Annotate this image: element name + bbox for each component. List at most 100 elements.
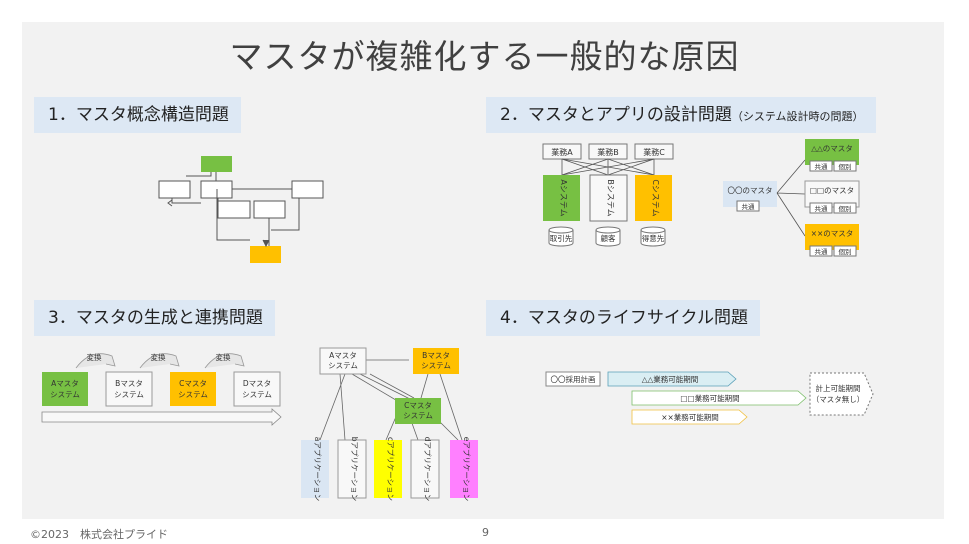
concept-node-1 (158, 180, 191, 199)
section-1-header: 1．マスタ概念構造問題 (34, 97, 241, 133)
business-a-box: 業務A (542, 143, 582, 160)
business-c-box: 業務C (634, 143, 674, 160)
svg-text:eアプリケーション: eアプリケーション (462, 437, 471, 501)
svg-text:計上可能期間: 計上可能期間 (816, 383, 861, 393)
concept-node-4 (253, 200, 286, 219)
svg-text:変換: 変換 (216, 352, 231, 362)
svg-text:〇〇のマスタ: 〇〇のマスタ (728, 186, 773, 195)
svg-text:dアプリケーション: dアプリケーション (423, 437, 432, 502)
copyright-text: ©2023 株式会社プライド (30, 528, 168, 541)
svg-text:bアプリケーション: bアプリケーション (350, 437, 359, 502)
concept-node-orange (250, 246, 281, 263)
master-branch-lines (776, 159, 806, 237)
svg-text:個別: 個別 (839, 247, 852, 256)
app-d-box: dアプリケーション (410, 437, 440, 502)
sub-master-1-box: △△のマスタ 共通 個別 (805, 139, 859, 172)
svg-text:変換: 変換 (87, 352, 102, 362)
svg-text:△△のマスタ: △△のマスタ (811, 144, 853, 153)
chain-master-b: Bマスタ システム (105, 371, 153, 407)
period-1-arrow: △△業務可能期間 (607, 371, 737, 387)
database-3-icon: 得意先 (640, 226, 666, 247)
concept-node-5 (291, 180, 324, 199)
convert-arrow-2: 変換 (139, 352, 180, 369)
convert-arrow-1: 変換 (75, 352, 116, 369)
billing-period-box: 計上可能期間 （マスタ無し） (809, 372, 874, 416)
svg-text:××業務可能期間: ××業務可能期間 (661, 412, 719, 422)
svg-text:（マスタ無し）: （マスタ無し） (812, 394, 865, 404)
network-master-c: Cマスタ システム (395, 398, 441, 424)
system-c-box: Cシステム (635, 175, 672, 221)
app-b-box: bアプリケーション (337, 437, 367, 502)
network-connectors (319, 359, 463, 441)
svg-text:aアプリケーション: aアプリケーション (313, 437, 322, 501)
svg-text:〇〇採用計画: 〇〇採用計画 (551, 374, 596, 384)
svg-text:Cシステム: Cシステム (651, 179, 660, 216)
business-system-lines (561, 158, 655, 176)
slide-title: マスタが複雑化する一般的な原因 (229, 37, 740, 76)
app-a-box: aアプリケーション (301, 437, 329, 501)
timeline-arrow (41, 408, 282, 426)
master-chain-diagram: 変換 変換 変換 Aマスタ システム Bマスタ システム Cマスタ システム D… (41, 352, 282, 426)
recruitment-plan-box: 〇〇採用計画 (545, 371, 601, 387)
section-2-note: （システム設計時の問題） (731, 110, 864, 123)
database-2-icon: 顧客 (595, 226, 621, 247)
concept-structure-diagram (158, 156, 324, 263)
svg-text:システム: システム (242, 390, 272, 399)
chain-master-a: Aマスタ システム (42, 372, 88, 406)
period-3-arrow: ××業務可能期間 (631, 409, 748, 425)
main-master-box: 〇〇のマスタ 共通 (723, 181, 777, 212)
svg-text:Bシステム: Bシステム (606, 179, 615, 216)
convert-arrow-3: 変換 (204, 352, 245, 369)
svg-text:Aマスタ: Aマスタ (51, 379, 79, 388)
svg-text:Aマスタ: Aマスタ (329, 351, 357, 360)
svg-text:□□業務可能期間: □□業務可能期間 (680, 393, 739, 403)
chain-master-c: Cマスタ システム (170, 372, 216, 406)
svg-text:取引先: 取引先 (550, 233, 573, 243)
concept-node-3 (217, 200, 251, 219)
svg-text:業務C: 業務C (643, 147, 665, 157)
page-number: 9 (482, 526, 489, 539)
chain-master-d: Dマスタ システム (233, 371, 281, 407)
svg-text:業務B: 業務B (597, 147, 619, 157)
svg-text:得意先: 得意先 (642, 233, 665, 243)
svg-text:共通: 共通 (742, 202, 756, 211)
svg-text:システム: システム (178, 390, 208, 399)
app-e-box: eアプリケーション (450, 437, 478, 501)
system-b-box: Bシステム (589, 174, 628, 222)
concept-node-green (201, 156, 232, 172)
svg-text:業務A: 業務A (551, 147, 573, 157)
svg-text:Bマスタ: Bマスタ (115, 379, 143, 388)
svg-text:Aシステム: Aシステム (559, 179, 568, 216)
svg-text:cアプリケーション: cアプリケーション (386, 437, 395, 501)
database-1-icon: 取引先 (548, 226, 574, 247)
svg-text:□□のマスタ: □□のマスタ (810, 186, 854, 195)
svg-text:××のマスタ: ××のマスタ (811, 229, 854, 238)
svg-text:システム: システム (403, 411, 433, 420)
lifecycle-diagram: 〇〇採用計画 △△業務可能期間 □□業務可能期間 ××業務可能期間 計上可能期間… (545, 371, 874, 425)
master-network-diagram: Aマスタ システム Bマスタ システム Cマスタ システム aアプリケーション … (301, 347, 478, 502)
system-a-box: Aシステム (543, 175, 580, 221)
master-app-diagram-right: 〇〇のマスタ 共通 △△のマスタ 共通 個別 □□のマスタ 共通 個別 ××のマ… (723, 139, 860, 257)
svg-text:共通: 共通 (815, 204, 829, 213)
svg-text:個別: 個別 (839, 204, 852, 213)
section-3-header: 3．マスタの生成と連携問題 (34, 300, 275, 336)
business-b-box: 業務B (588, 143, 628, 160)
svg-text:Dマスタ: Dマスタ (243, 379, 271, 388)
section-4-header: 4．マスタのライフサイクル問題 (486, 300, 760, 336)
network-master-b: Bマスタ システム (413, 348, 459, 374)
svg-text:システム: システム (114, 390, 144, 399)
svg-text:顧客: 顧客 (601, 233, 616, 243)
concept-connectors (171, 172, 300, 246)
section-2-header: 2．マスタとアプリの設計問題（システム設計時の問題） (486, 97, 876, 133)
svg-text:システム: システム (328, 361, 358, 370)
period-2-arrow: □□業務可能期間 (631, 390, 807, 406)
svg-text:Bマスタ: Bマスタ (422, 351, 450, 360)
sub-master-2-box: □□のマスタ 共通 個別 (804, 180, 860, 214)
master-app-diagram-left: 業務A 業務B 業務C Aシステム Bシステム Cシステム 取引先 顧客 得意先 (542, 143, 674, 247)
svg-text:共通: 共通 (815, 162, 829, 171)
svg-text:システム: システム (421, 361, 451, 370)
svg-text:△△業務可能期間: △△業務可能期間 (642, 374, 699, 384)
svg-text:共通: 共通 (815, 247, 829, 256)
svg-text:変換: 変換 (151, 352, 166, 362)
